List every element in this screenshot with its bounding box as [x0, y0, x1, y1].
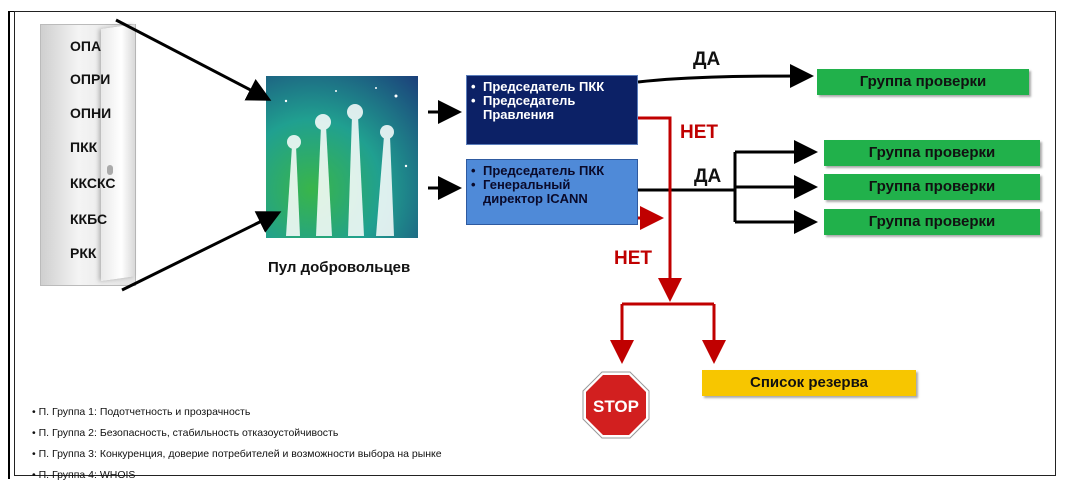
review-group-1: Группа проверки — [817, 69, 1029, 95]
note-2: П. Группа 2: Безопасность, стабильность … — [38, 427, 339, 439]
no-label-1: НЕТ — [680, 122, 718, 143]
no-label-2: НЕТ — [614, 248, 652, 269]
yes-label-1: ДА — [693, 49, 721, 70]
chairs-box-1: • Председатель ПКК • Председатель Правлени… — [466, 75, 638, 145]
box1-item-1: Председатель ПКК — [483, 79, 605, 94]
door-label-opri: ОПРИ — [70, 71, 111, 87]
left-rule — [8, 11, 10, 479]
bullet-icon: • — [32, 448, 39, 460]
note-3: П. Группа 3: Конкуренция, доверие потреб… — [38, 448, 442, 460]
corner-tick — [8, 11, 14, 12]
stop-sign-label: STOP — [593, 397, 639, 416]
raised-hands-icon — [284, 87, 408, 236]
door-label-kkscs: ККСКС — [70, 175, 116, 191]
stop-sign-icon: STOP — [582, 371, 650, 439]
review-group-4: Группа проверки — [824, 209, 1040, 235]
door-label-rkk: РКК — [70, 245, 97, 261]
pool-label: Пул добровольцев — [268, 259, 411, 276]
door-label-kkbs: ККБС — [70, 211, 108, 227]
chairs-box-2: • Председатель ПКК • Генеральный директор … — [466, 159, 638, 225]
review-team-notes: • П. Группа 1: Подотчетность и прозрачно… — [32, 402, 442, 486]
volunteer-pool-image — [266, 76, 418, 238]
box2-item-2: Генеральный директор ICANN — [483, 177, 588, 206]
note-1: П. Группа 1: Подотчетность и прозрачност… — [38, 406, 251, 418]
bullet-icon: • — [32, 406, 39, 418]
door-label-pkk: ПКК — [70, 139, 98, 155]
bullet-icon: • — [32, 427, 39, 439]
bullet-icon: • — [471, 177, 476, 192]
bullet-icon: • — [471, 163, 476, 178]
bullet-icon: • — [32, 469, 39, 481]
box1-item-2: Председатель Правления — [483, 93, 576, 122]
door-image — [40, 24, 136, 286]
box2-item-1: Председатель ПКК — [483, 163, 605, 178]
bullet-icon: • — [471, 93, 476, 108]
door-knob — [107, 165, 113, 175]
door-label-opni: ОПНИ — [70, 105, 112, 121]
bullet-icon: • — [471, 79, 476, 94]
review-group-3: Группа проверки — [824, 174, 1040, 200]
note-4: П. Группа 4: WHOIS — [38, 469, 136, 481]
diagram-frame — [14, 11, 1056, 476]
review-group-2: Группа проверки — [824, 140, 1040, 166]
reserve-list-box: Список резерва — [702, 370, 916, 396]
door-label-opa: ОПА — [70, 38, 102, 54]
yes-label-2: ДА — [694, 166, 722, 187]
